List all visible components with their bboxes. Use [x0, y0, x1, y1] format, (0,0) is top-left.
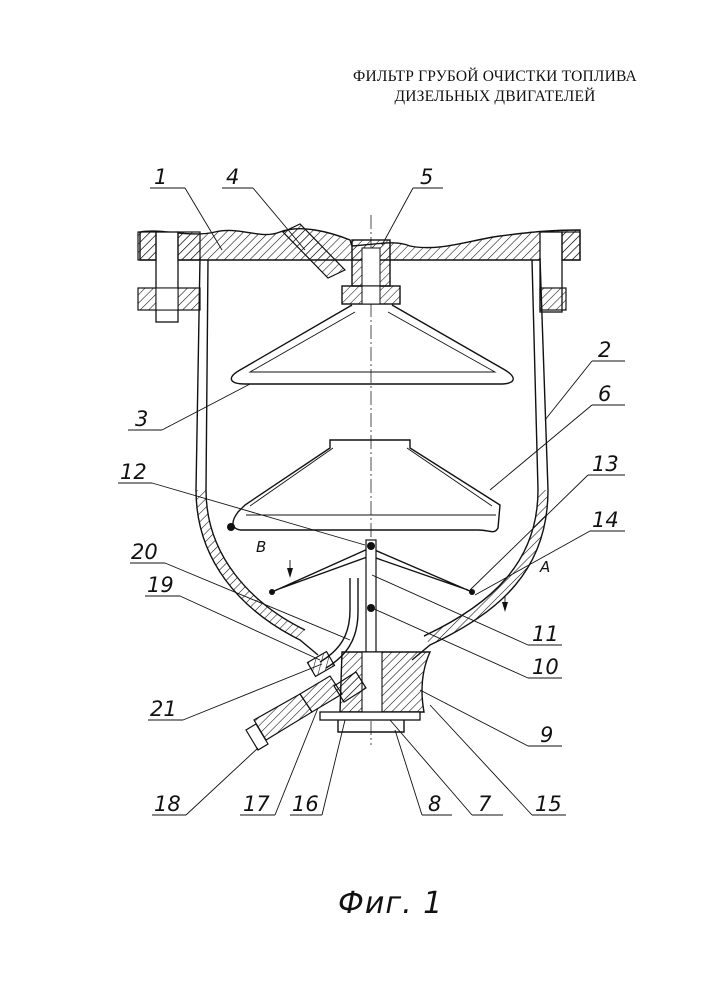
callout-1: 1	[154, 165, 167, 189]
callout-13: 13	[592, 452, 619, 476]
callout-21: 21	[150, 697, 177, 721]
outlet-fitting	[254, 694, 312, 740]
callout-3: 3	[135, 407, 148, 431]
rod	[366, 540, 376, 665]
section-mark-a: A	[539, 558, 550, 576]
fitting-bore	[362, 248, 380, 286]
callout-10: 10	[532, 655, 559, 679]
callout-12: 12	[120, 460, 147, 484]
callout-17: 17	[243, 792, 270, 816]
callout-19: 19	[147, 573, 174, 597]
section-mark-b: B	[256, 538, 266, 556]
callout-7: 7	[478, 792, 492, 816]
callout-15: 15	[535, 792, 562, 816]
callout-2: 2	[598, 338, 611, 362]
figure-caption: Фиг. 1	[338, 886, 443, 921]
callout-9: 9	[540, 723, 553, 747]
ring-seal	[227, 523, 235, 531]
callout-5: 5	[420, 165, 433, 189]
callout-16: 16	[292, 792, 319, 816]
callout-20: 20	[131, 540, 158, 564]
drain-plug	[320, 712, 420, 720]
callout-11: 11	[532, 622, 559, 646]
callout-8: 8	[428, 792, 441, 816]
callout-14: 14	[592, 508, 619, 532]
callout-6: 6	[598, 382, 611, 406]
callout-4: 4	[226, 165, 239, 189]
callout-18: 18	[154, 792, 181, 816]
